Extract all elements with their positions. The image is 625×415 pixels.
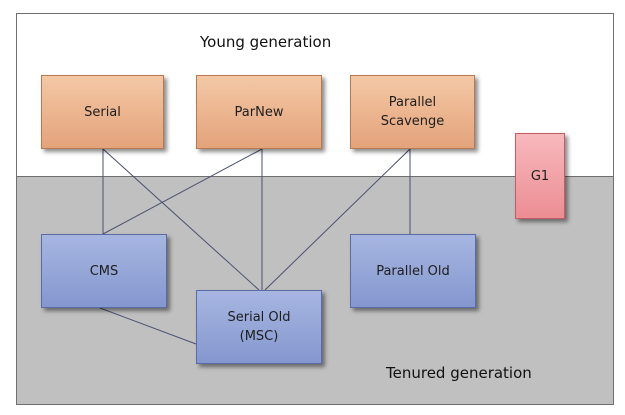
parallel-scavenge-collector-label: Parallel Scavenge xyxy=(380,95,445,129)
cms-collector-box: CMS xyxy=(41,234,167,308)
serial-collector-box: Serial xyxy=(41,75,164,149)
cms-collector-label: CMS xyxy=(89,263,119,279)
serial-old-collector-box: Serial Old (MSC) xyxy=(196,290,322,364)
g1-collector-label: G1 xyxy=(530,168,550,184)
parallel-old-collector-label: Parallel Old xyxy=(376,263,450,279)
young-generation-label: Young generation xyxy=(200,33,332,51)
parnew-collector-box: ParNew xyxy=(196,75,322,149)
parallel-scavenge-collector-box: Parallel Scavenge xyxy=(350,75,475,149)
parallel-old-collector-box: Parallel Old xyxy=(350,234,476,308)
tenured-generation-label: Tenured generation xyxy=(386,364,532,382)
g1-collector-box: G1 xyxy=(515,133,565,219)
parnew-collector-label: ParNew xyxy=(234,104,284,120)
serial-collector-label: Serial xyxy=(84,104,121,120)
serial-old-collector-label: Serial Old (MSC) xyxy=(227,310,291,344)
